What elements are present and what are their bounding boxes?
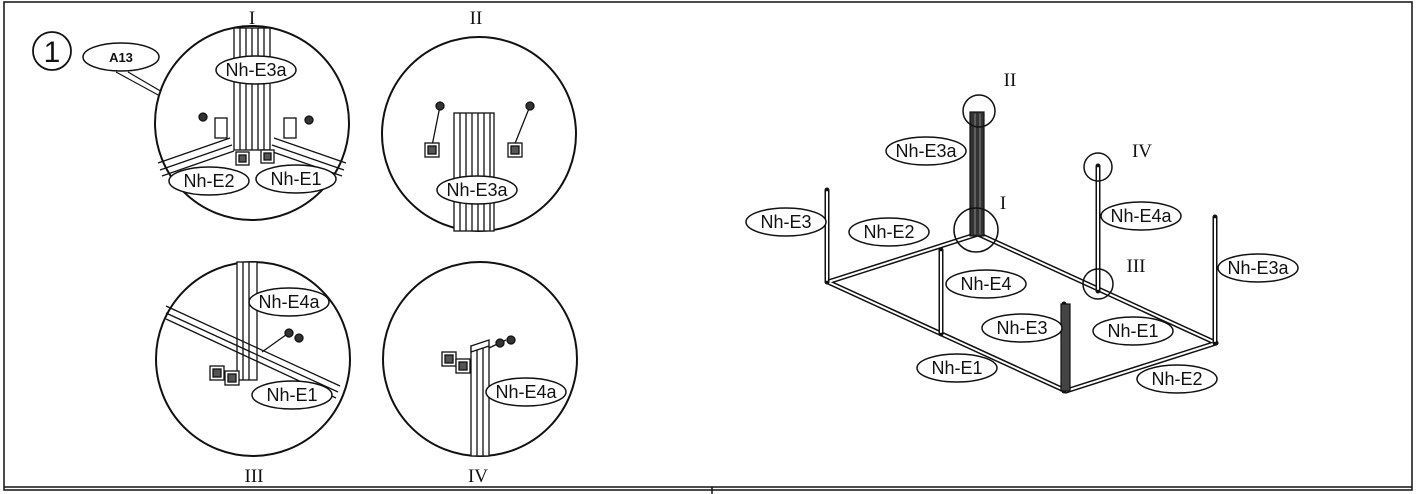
detail-I-numeral: I [249, 8, 255, 29]
overview-label-nh-e4: Nh-E4 [945, 269, 1027, 299]
overview-label-nh-e2-rear: Nh-E2 [848, 217, 930, 247]
detail-III-label-post: Nh-E4a [248, 287, 330, 317]
detail-I-label-post: Nh-E3a [215, 55, 297, 85]
overview-label-nh-e2-front: Nh-E2 [1136, 364, 1218, 394]
overview-label-nh-e4a: Nh-E4a [1100, 201, 1182, 231]
svg-text:Nh-E3a: Nh-E3a [225, 60, 287, 80]
detail-II: II Nh-E3a [381, 8, 577, 232]
detail-III-numeral: III [245, 466, 264, 487]
overview-label-nh-e3-left: Nh-E3 [745, 207, 827, 237]
detail-IV-numeral: IV [468, 466, 488, 487]
svg-text:II: II [1004, 70, 1017, 91]
detail-II-label-post: Nh-E3a [436, 175, 518, 205]
detail-IV-label-post: Nh-E4a [485, 377, 567, 407]
overview-callout-II: II [1004, 70, 1017, 91]
detail-I-label-left-rail: Nh-E2 [168, 166, 250, 196]
svg-text:Nh-E1: Nh-E1 [266, 385, 317, 405]
detail-I-drawing [157, 27, 347, 177]
overview-frame-drawing [824, 94, 1219, 394]
svg-text:Nh-E3a: Nh-E3a [895, 141, 957, 161]
detail-III: III Nh-E4a Nh-E1 [155, 261, 351, 487]
detail-IV-drawing [441, 335, 516, 457]
svg-text:Nh-E4a: Nh-E4a [258, 292, 320, 312]
detail-II-numeral: II [470, 8, 483, 29]
panel-frame [3, 1, 1413, 494]
svg-text:Nh-E2: Nh-E2 [183, 171, 234, 191]
step-number: 1 [44, 36, 61, 69]
svg-text:Nh-E2: Nh-E2 [863, 222, 914, 242]
svg-text:Nh-E1: Nh-E1 [1107, 321, 1158, 341]
svg-text:Nh-E4: Nh-E4 [960, 274, 1011, 294]
detail-IV: IV Nh-E4a [382, 261, 578, 487]
detail-I: I Nh-E3a Nh-E2 [154, 8, 350, 221]
svg-text:Nh-E3a: Nh-E3a [1227, 258, 1289, 278]
svg-text:I: I [1000, 193, 1006, 214]
fastener-label: A13 [109, 50, 133, 65]
overview-callout-I: I [1000, 193, 1006, 214]
detail-I-label-right-rail: Nh-E1 [255, 164, 337, 194]
overview-label-nh-e3-front: Nh-E3 [981, 313, 1063, 343]
overview-callout-III: III [1127, 256, 1146, 277]
svg-text:Nh-E3: Nh-E3 [996, 318, 1047, 338]
overview-label-nh-e1-front: Nh-E1 [916, 353, 998, 383]
detail-II-drawing [424, 101, 535, 232]
svg-text:Nh-E1: Nh-E1 [931, 358, 982, 378]
overview-callout-IV: IV [1132, 141, 1152, 162]
svg-text:Nh-E1: Nh-E1 [270, 169, 321, 189]
svg-text:Nh-E3: Nh-E3 [760, 212, 811, 232]
overview-label-nh-e1-right: Nh-E1 [1092, 316, 1174, 346]
svg-text:Nh-E4a: Nh-E4a [1110, 206, 1172, 226]
svg-text:Nh-E2: Nh-E2 [1151, 369, 1202, 389]
svg-text:IV: IV [1132, 141, 1152, 162]
detail-III-label-rail: Nh-E1 [251, 380, 333, 410]
svg-text:Nh-E3a: Nh-E3a [446, 180, 508, 200]
detail-III-drawing [165, 261, 341, 399]
step-number-badge: 1 [32, 31, 72, 71]
overview-label-nh-e3a-rear: Nh-E3a [885, 136, 967, 166]
svg-text:III: III [1127, 256, 1146, 277]
overview-label-nh-e3a-right: Nh-E3a [1217, 253, 1299, 283]
svg-text:Nh-E4a: Nh-E4a [495, 382, 557, 402]
